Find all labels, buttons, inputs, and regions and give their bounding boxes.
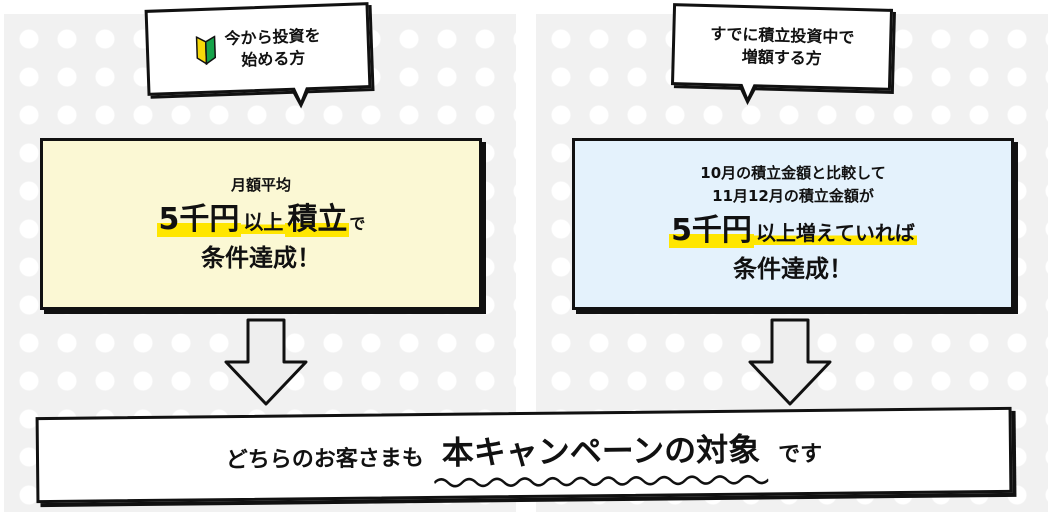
left-bubble-line-2: 始める方 (241, 48, 306, 70)
left-mid: 以上 (241, 210, 286, 235)
right-box-big: 5千円以上増えていれば (669, 211, 917, 250)
left-suffix: で (349, 214, 366, 234)
right-box-small-1: 10月の積立金額と比較して (700, 164, 886, 183)
banner-pre: どちらのお客さまも (225, 446, 424, 474)
wavy-underline-icon (434, 474, 769, 488)
left-bubble-line-1: 今から投資を (224, 26, 321, 49)
right-rest: 以上増えていれば (753, 221, 917, 246)
left-achieve: 条件達成！ (201, 244, 321, 273)
beginner-mark-icon (194, 35, 217, 66)
right-box-small-2: 11月12月の積立金額が (712, 186, 874, 205)
banner-target-text: 本キャンペーンの対象 (441, 430, 761, 472)
down-arrow-icon (746, 318, 834, 406)
right-bubble-line-2: 増額する方 (741, 46, 822, 69)
right-speech-bubble: すでに積立投資中で 増額する方 (670, 3, 894, 106)
left-condition-box: 月額平均 5千円以上積立で 条件達成！ (40, 138, 482, 310)
right-condition-box: 10月の積立金額と比較して 11月12月の積立金額が 5千円以上増えていれば 条… (572, 138, 1014, 310)
banner-target: 本キャンペーンの対象 (434, 424, 769, 488)
right-achieve: 条件達成！ (733, 255, 853, 284)
down-arrow-icon (222, 318, 310, 406)
left-amount: 5千円 (156, 202, 242, 238)
left-box-big: 5千円以上積立で (156, 200, 366, 239)
left-box-small: 月額平均 (230, 175, 291, 194)
banner-post: です (778, 441, 823, 468)
right-amount: 5千円 (669, 213, 754, 249)
right-bubble-line-1: すでに積立投資中で (709, 24, 855, 48)
campaign-banner: どちらのお客さまも 本キャンペーンの対象 です (35, 406, 1013, 504)
left-speech-bubble: 今から投資を 始める方 (144, 2, 372, 109)
left-highlight-word: 積立 (285, 202, 350, 238)
